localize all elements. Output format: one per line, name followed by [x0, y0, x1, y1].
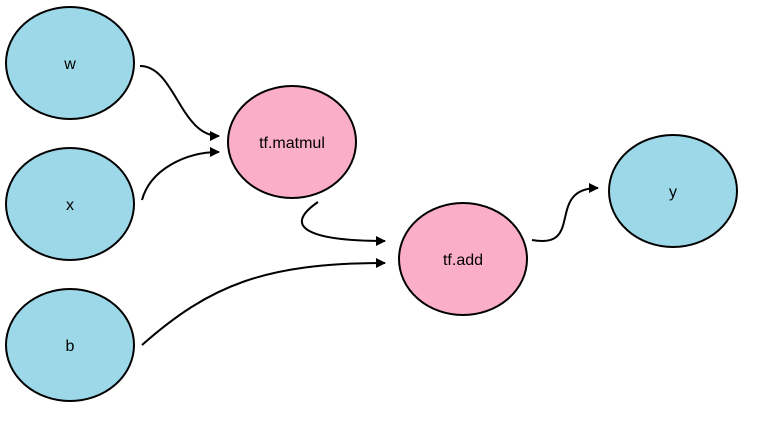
node-x: x: [5, 147, 135, 261]
node-tf-matmul-label: tf.matmul: [259, 135, 325, 152]
node-b-label: b: [66, 338, 75, 355]
node-tf-add: tf.add: [398, 202, 528, 316]
edge-w-to-matmul: [139, 65, 220, 141]
edge-add-to-y: [531, 183, 599, 243]
node-tf-add-label: tf.add: [443, 252, 483, 269]
node-y-label: y: [669, 184, 677, 201]
node-w-label: w: [63, 56, 76, 73]
edge-matmul-to-add: [300, 201, 386, 246]
node-w: w: [5, 6, 135, 120]
node-x-label: x: [66, 197, 74, 214]
edge-x-to-matmul: [141, 147, 220, 201]
node-tf-matmul: tf.matmul: [227, 85, 357, 199]
node-y: y: [608, 134, 738, 248]
node-b: b: [5, 288, 135, 402]
edge-b-to-add: [141, 258, 386, 346]
